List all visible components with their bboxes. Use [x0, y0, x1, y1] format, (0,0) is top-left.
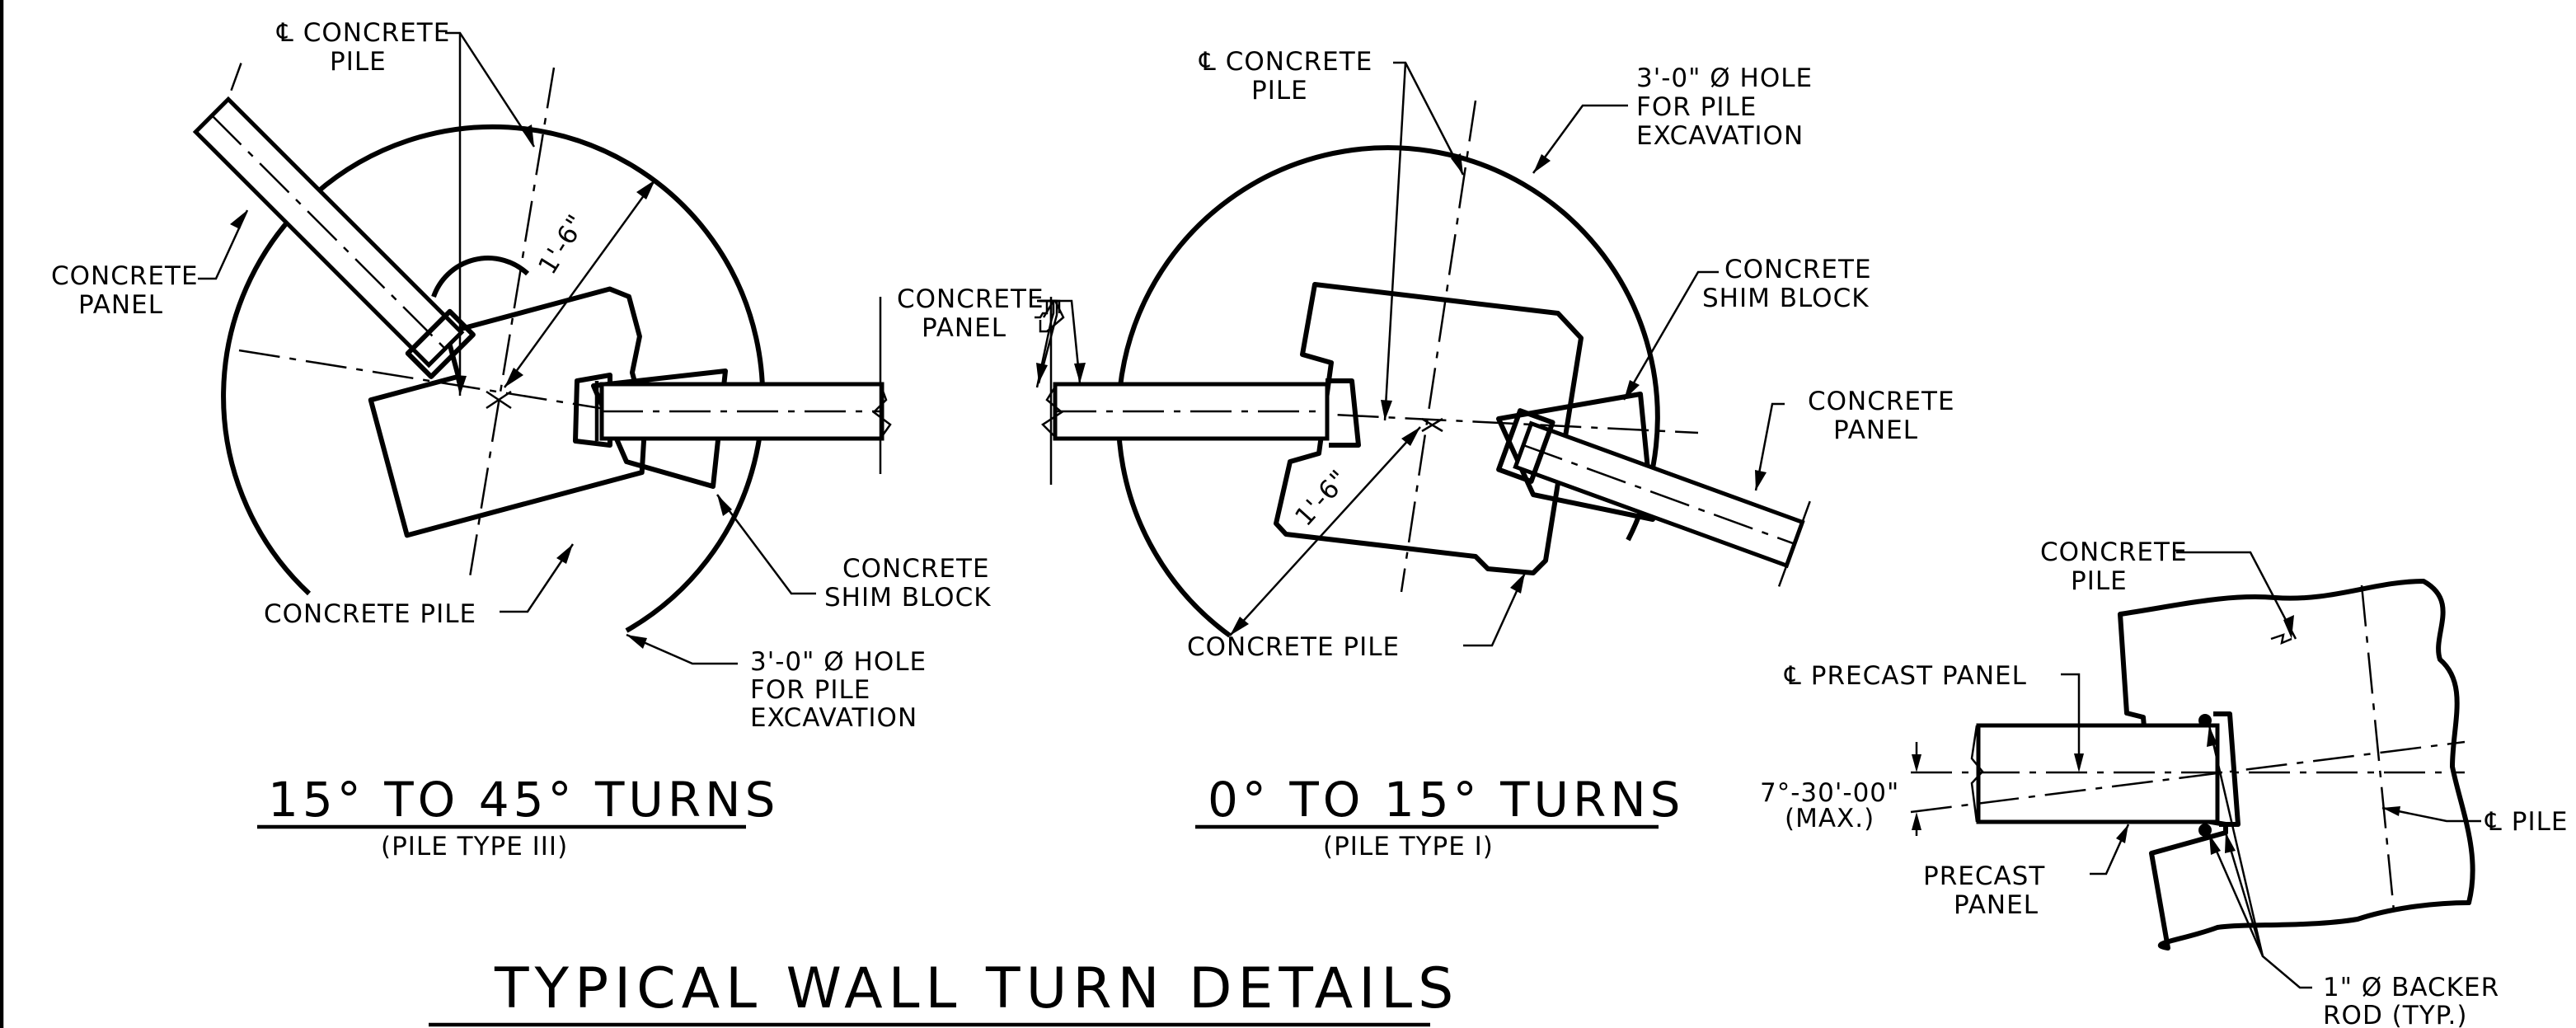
leader-lines-left-3 — [500, 299, 1058, 665]
label-concrete-panel-1: CONCRETE — [51, 261, 199, 291]
detail-subtitle-pile-type-iii: (PILE TYPE III) — [381, 832, 568, 861]
dimension-1-6-left: 1'-6" — [503, 179, 657, 388]
pile-centerline-vertical-2 — [1400, 100, 1477, 593]
excavation-hole-circle-2 — [1115, 145, 1660, 638]
label-backer-rod-1: 1" Ø BACKER — [2323, 973, 2499, 1002]
label-concrete-pile-b: CONCRETE PILE — [1187, 632, 1400, 662]
label-concrete-panel-right-2: PANEL — [922, 313, 1006, 343]
label-backer-rod-2: ROD (TYP.) — [2323, 1001, 2467, 1028]
label-angle-2: (MAX.) — [1785, 804, 1875, 833]
pile-centerline — [2360, 584, 2396, 920]
angled-concrete-panel-2 — [1496, 408, 1811, 587]
pile-centerline-horizontal — [238, 349, 652, 418]
label-concrete-shim-2b: SHIM BLOCK — [1702, 284, 1870, 313]
label-concrete-pile: CONCRETE PILE — [264, 599, 476, 629]
detail-0-15: 1'-6" ℄ CONCRETE PILE 3'-0" Ø HOLE FOR P… — [1041, 47, 1955, 861]
detail-15-45: 1'-6" ℄ — [51, 18, 1065, 861]
sheet-title: TYPICAL WALL TURN DETAILS — [494, 956, 1459, 1021]
detail-joint: CONCRETE PILE ℄ PRECAST PANEL 7°-30'-00"… — [1760, 537, 2568, 1028]
label-cl-pile: ℄ PILE — [2485, 807, 2568, 837]
label-concrete-pile-1c: CONCRETE — [2040, 537, 2188, 567]
label-hole-1b: 3'-0" Ø HOLE — [1636, 63, 1813, 93]
detail-title-0-15: 0° TO 15° TURNS — [1208, 772, 1684, 828]
backer-rod-top — [2198, 714, 2212, 727]
concrete-pile-section-2 — [1274, 282, 1584, 575]
label-precast-panel-1: PRECAST — [1923, 861, 2045, 891]
dimension-text: 1'-6" — [533, 209, 592, 280]
dimension-text-2: 1'-6" — [1289, 464, 1354, 532]
label-hole-3: EXCAVATION — [750, 703, 917, 733]
label-cl-concrete-pile-1: ℄ CONCRETE — [276, 18, 450, 48]
pile-centerline-vertical — [468, 67, 556, 578]
label-precast-panel-2: PANEL — [1954, 890, 2039, 920]
label-concrete-panel-right-2b: PANEL — [1833, 415, 1918, 445]
label-cl-precast-panel: ℄ PRECAST PANEL — [1784, 661, 2027, 691]
label-concrete-pile-2c: PILE — [2071, 566, 2128, 596]
label-concrete-panel-2: PANEL — [78, 290, 163, 320]
straight-concrete-panel — [594, 297, 892, 474]
leader-lines-middle — [1047, 61, 1785, 647]
label-cl-concrete-pile-1b: ℄ CONCRETE — [1199, 47, 1372, 77]
label-hole-1: 3'-0" Ø HOLE — [750, 647, 927, 677]
label-cl-concrete-pile-2: PILE — [330, 47, 387, 77]
detail-subtitle-pile-type-i: (PILE TYPE I) — [1323, 832, 1494, 861]
dimension-1-6-middle: 1'-6" — [1229, 426, 1421, 636]
left-straight-panel — [1041, 297, 1361, 485]
label-hole-2b: FOR PILE — [1636, 92, 1757, 122]
concrete-pile-edge — [2118, 579, 2475, 951]
label-angle-1: 7°-30'-00" — [1760, 778, 1899, 808]
angled-concrete-panel — [192, 63, 476, 379]
label-concrete-shim-2: SHIM BLOCK — [824, 583, 992, 613]
backer-rod-bottom — [2198, 824, 2212, 837]
label-concrete-panel-right-1: CONCRETE — [897, 284, 1044, 314]
pile-angle-line — [1910, 740, 2466, 814]
label-hole-3b: EXCAVATION — [1636, 121, 1804, 151]
label-concrete-shim-1b: CONCRETE — [1724, 255, 1872, 284]
label-hole-2: FOR PILE — [750, 675, 870, 705]
panel-swing-arc — [431, 256, 530, 298]
precast-panel — [1976, 723, 2220, 824]
detail-title-15-45: 15° TO 45° TURNS — [268, 772, 779, 828]
label-cl-concrete-pile-2b: PILE — [1251, 76, 1308, 106]
excavation-hole-circle — [221, 124, 766, 633]
label-concrete-shim-1: CONCRETE — [842, 554, 990, 584]
leader-lines-right — [2061, 551, 2481, 989]
label-concrete-panel-right-1b: CONCRETE — [1808, 387, 1955, 416]
